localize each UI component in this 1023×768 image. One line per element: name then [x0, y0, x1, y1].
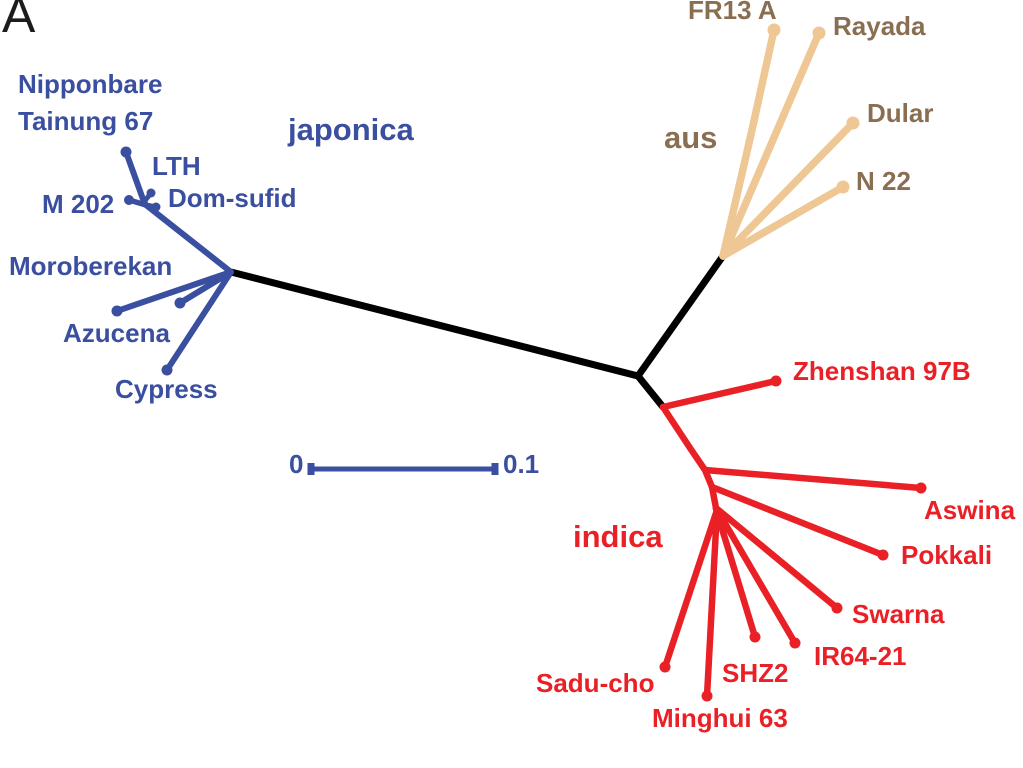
label-tip-rayada: Rayada: [833, 11, 926, 41]
label-scale-end: 0.1: [503, 449, 540, 479]
label-tip-minghui-63: Minghui 63: [652, 703, 788, 733]
branch-indica-sadu-cho: [661, 506, 721, 671]
tip-dot-aus-rayada: [812, 26, 826, 40]
tip-dot-aus-dular: [846, 116, 860, 130]
branch-backbone-indica: [634, 372, 667, 411]
label-clade-indica: indica: [573, 519, 663, 554]
branch-indica-swarna: [712, 504, 841, 612]
branch-backbone-japonica: [227, 268, 642, 380]
label-tip-cypress: Cypress: [115, 374, 218, 404]
label-tip-tainung-67: Tainung 67: [18, 106, 154, 136]
tip-dot-indica-zhenshan-97b: [770, 375, 782, 387]
branch-aus-n22: [719, 183, 847, 260]
tip-dot-japonica-lth: [146, 188, 156, 198]
label-tip-aswina: Aswina: [924, 495, 1016, 525]
tip-dot-indica-ir64-21: [789, 637, 801, 649]
branch-japonica-cypress: [164, 269, 234, 373]
branch-aus-dular: [719, 119, 857, 260]
tip-dot-japonica-dom-sufid: [151, 202, 161, 212]
label-panel-a: A: [2, 0, 36, 43]
label-clade-japonica: japonica: [288, 112, 414, 147]
branch-indica-aswina: [701, 466, 925, 492]
label-tip-m-202: M 202: [42, 189, 115, 219]
tip-dot-aus-fr13a: [767, 23, 781, 37]
label-clade-aus: aus: [664, 120, 718, 155]
tip-dot-japonica-m202: [124, 195, 134, 205]
label-scale-start: 0: [289, 449, 304, 479]
tip-dot-japonica-main-nipponbare-tainung: [120, 146, 132, 158]
label-tip-nipponbare: Nipponbare: [18, 69, 163, 99]
label-tip-pokkali: Pokkali: [901, 540, 993, 570]
label-tip-moroberekan: Moroberekan: [9, 251, 173, 281]
branch-indica-ir64-21: [712, 504, 799, 647]
tip-dot-japonica-cypress: [161, 364, 173, 376]
tip-dot-indica-aswina: [915, 482, 927, 494]
branch-aus-fr13a: [719, 26, 778, 260]
branch-japonica-azucena: [114, 269, 234, 314]
branch-indica-minghui-63: [703, 506, 721, 700]
label-tip-dular: Dular: [867, 98, 934, 128]
branch-indica-zhenshan-97b: [659, 377, 780, 411]
label-tip-lth: LTH: [152, 151, 201, 181]
label-tip-n-22: N 22: [856, 166, 911, 196]
branch-aus-rayada: [719, 29, 823, 260]
branch-indica-spine: [659, 403, 720, 512]
tip-dot-japonica-azucena: [111, 305, 123, 317]
tip-dot-indica-sadu-cho: [659, 661, 671, 673]
label-tip-dom-sufid: Dom-sufid: [168, 183, 297, 213]
branch-indica-pokkali: [708, 483, 887, 559]
label-tip-azucena: Azucena: [63, 318, 170, 348]
branch-indica-shz2: [712, 505, 759, 641]
label-tip-ir64-21: IR64-21: [814, 641, 907, 671]
tip-dot-indica-swarna: [831, 602, 843, 614]
label-tip-swarna: Swarna: [852, 599, 945, 629]
branch-backbone-aus: [634, 252, 727, 380]
label-tip-sadu-cho: Sadu-cho: [536, 668, 655, 698]
tip-dot-indica-minghui-63: [701, 690, 713, 702]
tip-dot-indica-shz2: [749, 631, 761, 643]
label-tip-fr13-a: FR13 A: [688, 0, 777, 25]
tip-dot-aus-n22: [836, 180, 850, 194]
label-tip-zhenshan-97b: Zhenshan 97B: [793, 356, 971, 386]
tip-dot-japonica-moroberekan: [174, 297, 186, 309]
tip-dot-indica-pokkali: [877, 549, 889, 561]
label-tip-shz2: SHZ2: [722, 658, 789, 688]
